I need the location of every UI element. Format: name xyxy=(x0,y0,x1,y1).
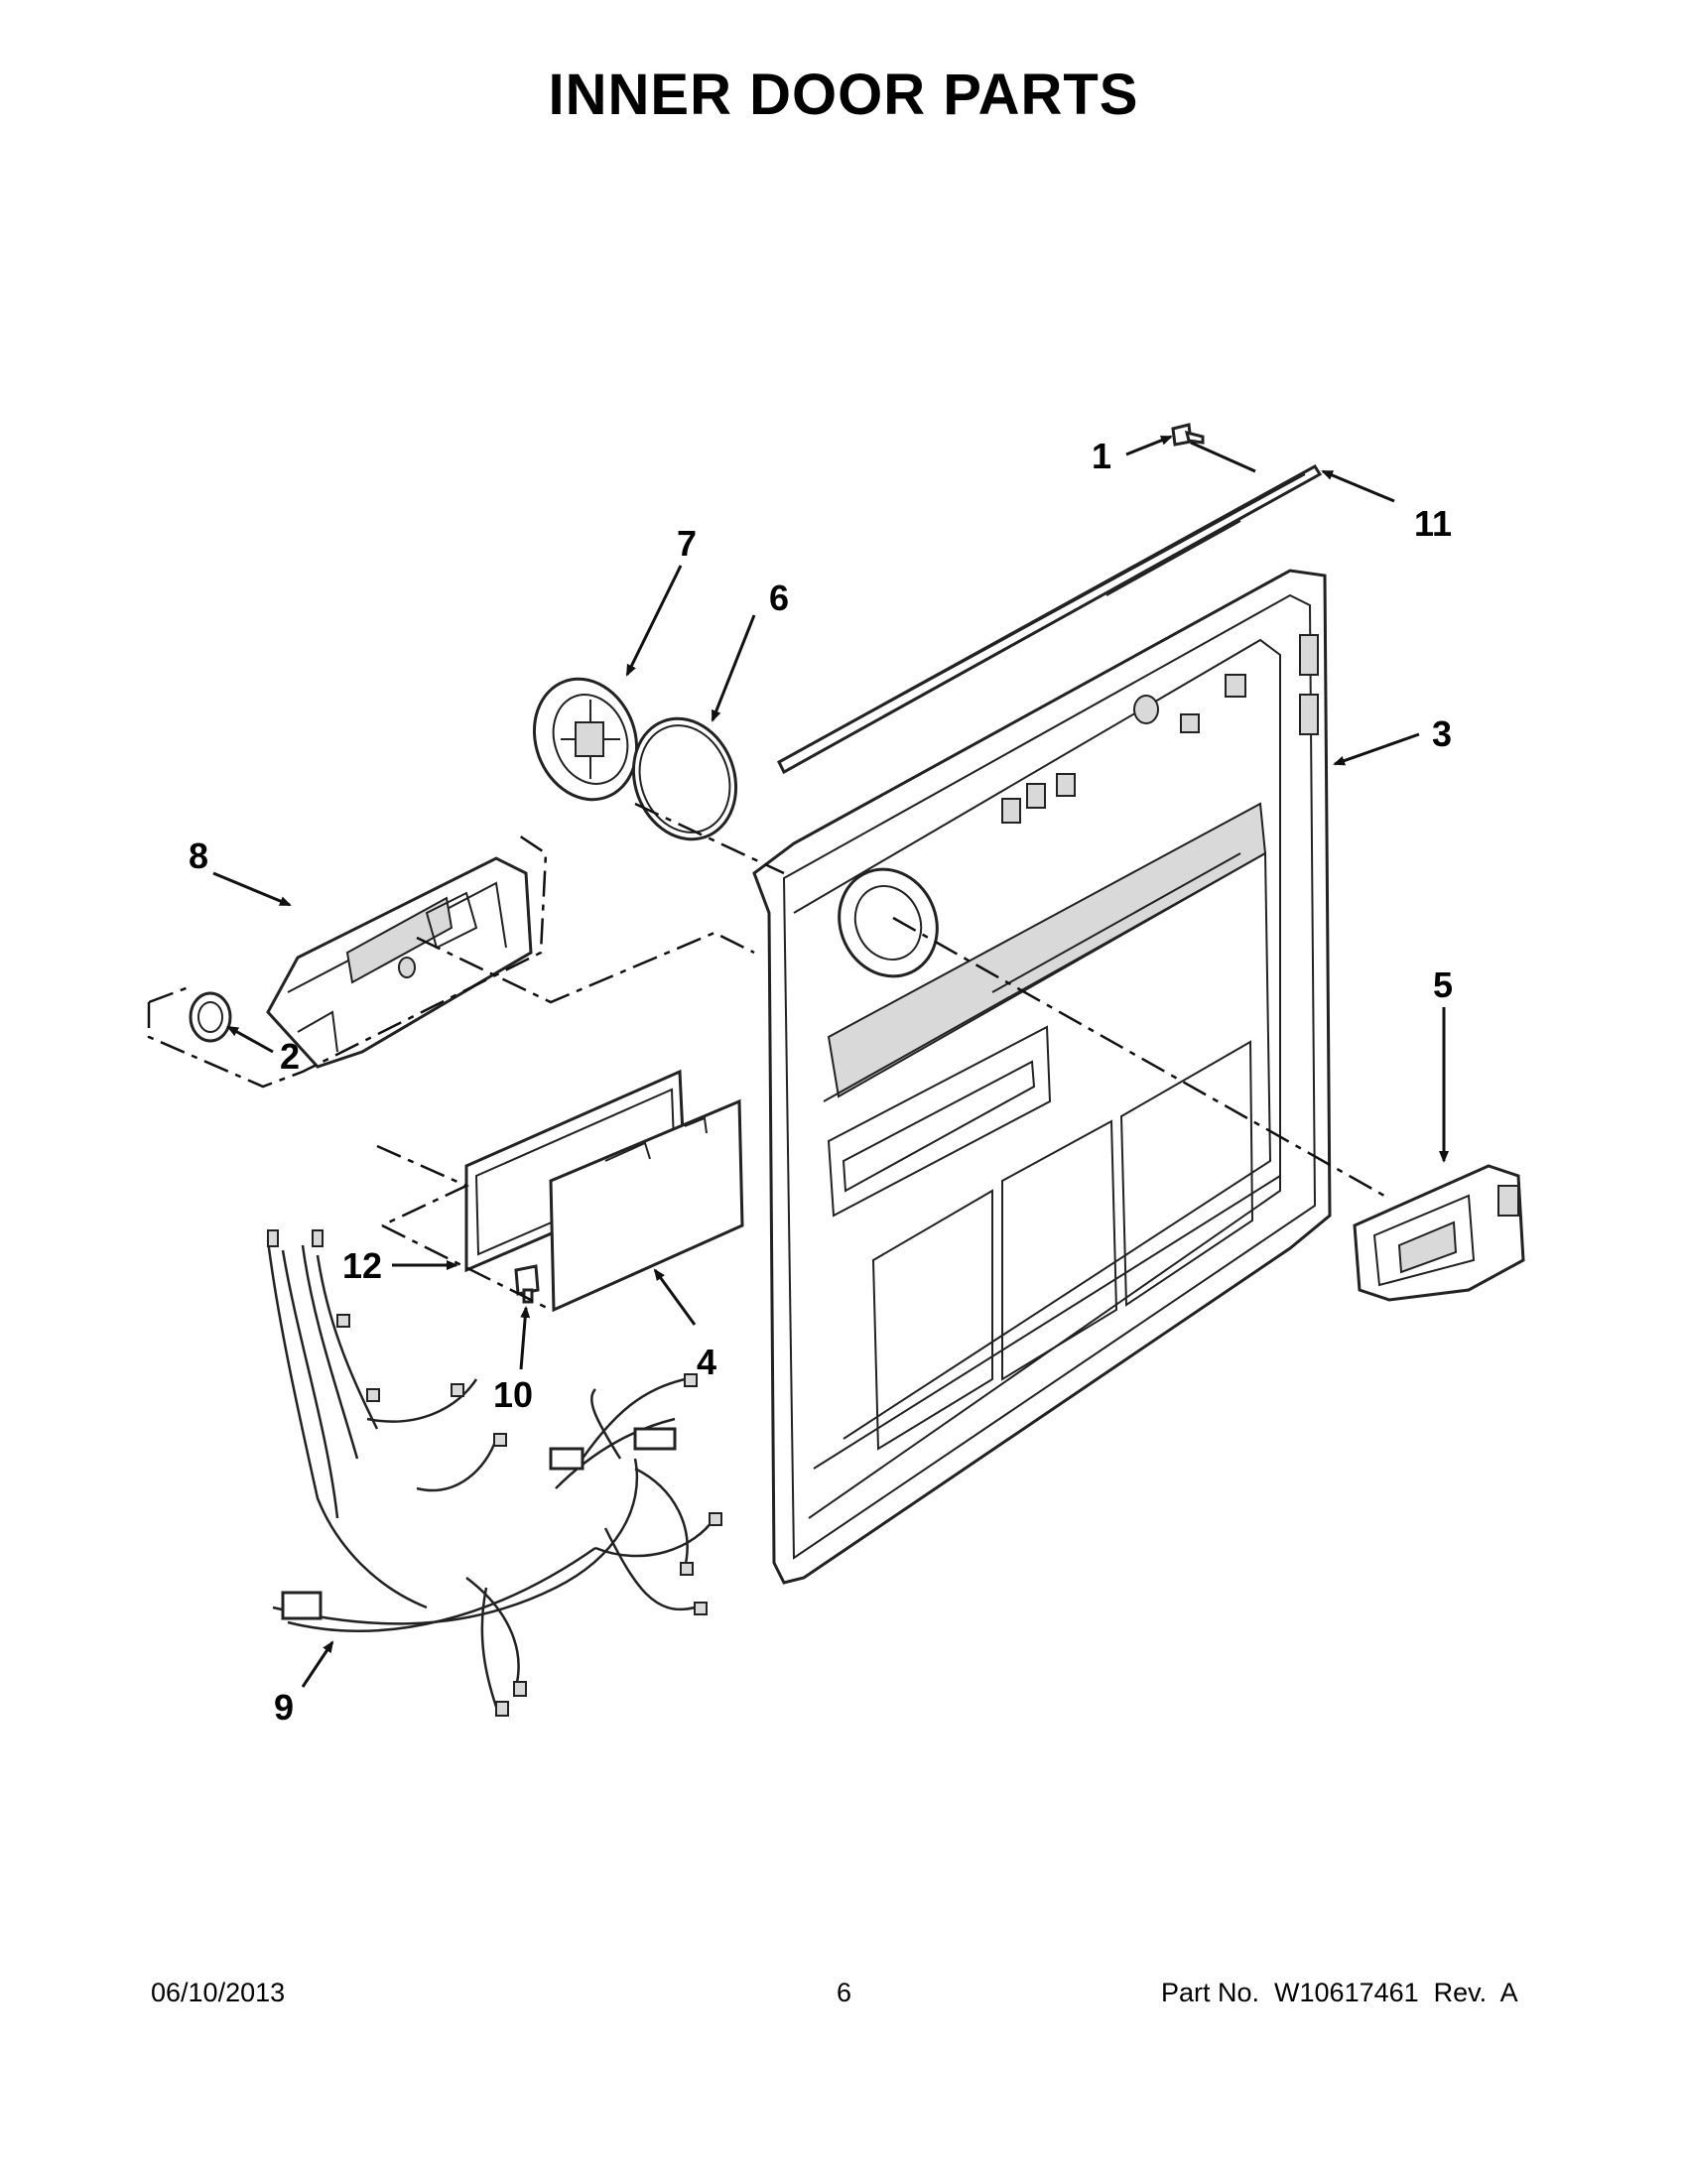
screw-part-10 xyxy=(514,1264,540,1304)
callout-4: 4 xyxy=(697,1342,716,1382)
inner-door-panel xyxy=(752,569,1332,1585)
wire-harness-part-9 xyxy=(266,1229,722,1717)
callout-11: 11 xyxy=(1414,503,1452,544)
cap-part-7 xyxy=(532,677,639,802)
control-board-part-4 xyxy=(549,1098,744,1313)
door-top-strip xyxy=(777,464,1323,775)
callout-9: 9 xyxy=(274,1687,294,1728)
assembly-guide-lines xyxy=(147,802,1385,1312)
gasket-part-6 xyxy=(631,716,738,841)
callout-8: 8 xyxy=(189,835,208,876)
callout-2: 2 xyxy=(280,1036,300,1077)
callout-3: 3 xyxy=(1432,713,1452,754)
footer-date: 06/10/2013 xyxy=(151,1978,286,2007)
callout-6: 6 xyxy=(769,578,789,618)
page-title: INNER DOOR PARTS xyxy=(548,63,1139,127)
leader-arrows xyxy=(212,435,1449,1688)
knob-part-2 xyxy=(189,991,232,1043)
dispenser-part-8 xyxy=(266,856,533,1069)
screw-part-1 xyxy=(1171,423,1205,447)
footer-page-number: 6 xyxy=(837,1978,852,2007)
callout-labels: 1 2 3 4 5 6 7 8 9 10 11 12 xyxy=(189,436,1453,1728)
callout-7: 7 xyxy=(677,523,697,564)
callout-12: 12 xyxy=(342,1245,382,1286)
vent-housing-part-5 xyxy=(1353,1164,1525,1302)
callout-10: 10 xyxy=(493,1374,533,1415)
callout-5: 5 xyxy=(1433,964,1453,1005)
callout-1: 1 xyxy=(1092,436,1111,476)
footer-part-number: Part No. W10617461 Rev. A xyxy=(1161,1978,1518,2007)
